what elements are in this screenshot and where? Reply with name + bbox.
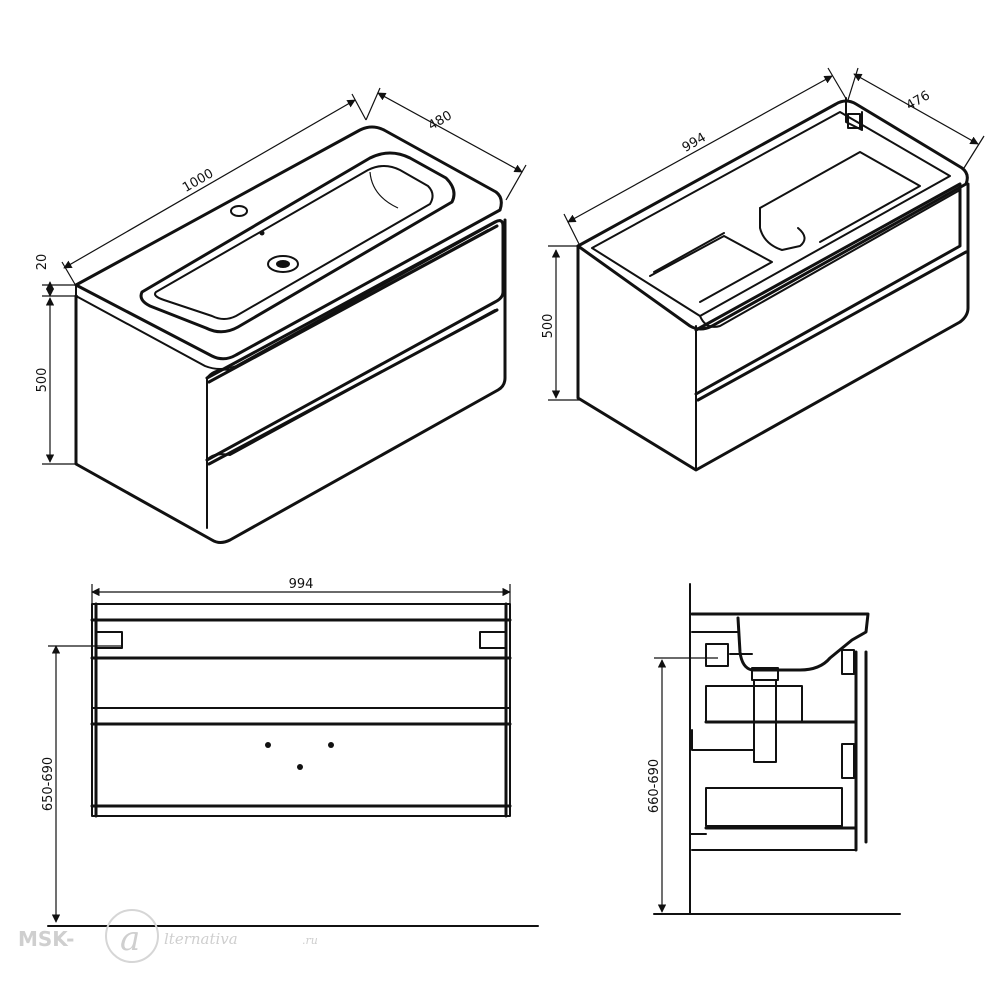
side-section-view: 660-690 <box>647 583 901 915</box>
watermark-at: a <box>120 919 140 959</box>
watermark-logo: MSK- a lternativa .ru <box>18 909 318 963</box>
dim-width-1000: 1000 <box>180 166 216 196</box>
dim-height-500: 500 <box>35 368 50 393</box>
watermark-at-ring <box>105 909 159 963</box>
dim-mount-height-side: 660-690 <box>647 759 662 813</box>
iso-view-with-basin: 1000 480 20 500 <box>35 87 527 544</box>
dim-depth-480: 480 <box>426 108 455 133</box>
watermark-brand: MSK- <box>18 927 74 951</box>
dim-top-thickness-20: 20 <box>35 254 50 271</box>
dim-height-500-iso2: 500 <box>541 314 556 339</box>
front-elevation-view: 994 650-690 <box>41 577 539 927</box>
watermark-tld: .ru <box>302 934 318 947</box>
dim-mount-height-front: 650-690 <box>41 757 56 811</box>
dim-width-994-front: 994 <box>289 577 314 592</box>
watermark-suffix: lternativa <box>164 930 238 948</box>
iso-view-open-cabinet: 994 476 500 <box>541 67 985 472</box>
